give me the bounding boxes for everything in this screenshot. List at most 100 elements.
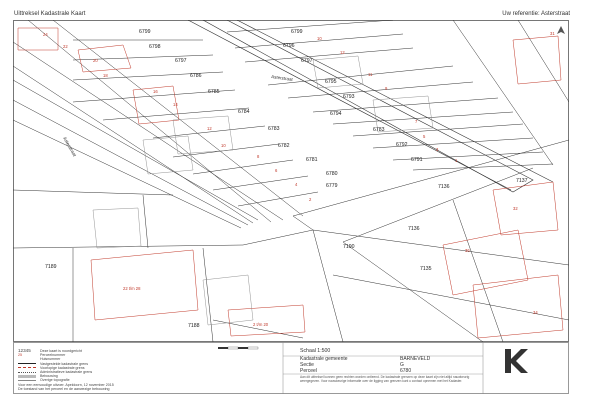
legend-row: Huisnummer [18,357,248,361]
house-numbers: 24 22 20 18 16 14 12 10 8 6 4 2 10 12 11… [43,31,555,327]
scale-bar-icon [218,346,259,350]
legend-sample-house: 25 [18,353,22,358]
info-panel [13,342,569,394]
building-outline [472,274,564,339]
legend-row: Bebouwing [18,374,248,378]
disclaimer-text: Aan dit uittreksel kunnen geen rechten w… [300,375,470,383]
house-number: 31 [550,31,555,36]
parcel-number: 7136 [408,226,420,232]
building-outline [17,27,59,51]
legend-item: Overige topografie [40,378,70,383]
legend-symbol-admin [18,371,36,373]
municipality-label: Kadastrale gemeente [300,356,348,362]
legend-row: 12345 Deze kaart is noordgericht [18,348,248,353]
scale-label: Schaal 1:500 [300,348,331,354]
building-outline [172,115,234,155]
parcel-number: 6795 [325,79,337,85]
section-label: Sectie [300,362,314,368]
house-number: 20 [93,58,98,63]
house-number: 1 [455,158,458,163]
house-number: 22 [63,44,68,49]
municipality-value: BARNEVELD [400,356,431,362]
house-number: 3 [436,147,439,152]
legend-symbol-house [18,358,36,361]
house-number: 11 [368,72,373,77]
parcel-number: 6793 [343,94,355,100]
legend-item: Perceelnummer [40,353,66,358]
legend-row: Vastgestelde kadastrale grens [18,362,248,366]
cadastral-map: 6799 6798 6797 6786 6785 6784 6783 6782 … [13,20,569,342]
parcel-number: 6784 [238,109,250,115]
parcel-number: 6783 [373,127,385,133]
house-number: 5 [423,134,426,139]
house-number: 2 [309,197,312,202]
legend-symbol-fixed [18,363,36,365]
parcel-lines-lower-left [13,189,314,342]
building-outline [90,249,199,321]
house-number: 32 [513,206,518,211]
building-outline [227,304,306,337]
house-number: 18 [103,73,108,78]
parcel-lines-right [226,20,569,171]
parcel-label: Perceel [300,368,317,374]
parcel-number: 6797 [301,58,313,64]
parcel-number: 6794 [330,111,342,117]
road-strip [202,20,534,193]
building-outline [492,181,559,236]
house-number: 2 t/m 20 [253,322,269,327]
section-value: G [400,362,404,368]
parcel-number: 6796 [283,43,295,49]
parcel-number: 6786 [190,73,202,79]
parcel-number: 7136 [438,184,450,190]
parcel-number: 6781 [306,157,318,163]
road-edge [236,20,554,183]
parcel-number: 6799 [291,29,303,35]
building-outline [372,95,434,133]
building-outline [77,44,132,73]
building-outline [312,55,364,89]
legend-row: Voorlopige kadastrale grens [18,366,248,370]
legend-symbol-provisional [18,367,36,369]
house-number: 24 [43,32,48,37]
parcel-number: 6798 [149,44,161,50]
kadaster-logo-icon [505,349,528,373]
legend-row: 25 Perceelnummer [18,353,248,357]
legend-symbol-topo [18,380,36,382]
parcel-lines-lower-right [292,139,569,342]
house-number: 10 [317,36,322,41]
legend-row: Administratieve kadastrale grens [18,370,248,374]
road-edge [187,20,512,191]
parcel-number: 6780 [326,171,338,177]
map-title: Uittreksel Kadastrale Kaart [14,11,86,17]
house-number: 34 [533,310,538,315]
legend-item: Voorlopige kadastrale grens [40,365,85,370]
parcel-number: 6797 [175,58,187,64]
building-outline [92,207,142,249]
house-number: 4 [295,182,298,187]
building-outline [202,274,254,326]
house-number: 14 [173,102,178,107]
building-outline [142,135,194,175]
house-number: 6 [275,168,278,173]
street-name: Asterstraat [271,74,294,82]
house-number: 12 [207,126,212,131]
legend-footer: De toestand van het perceel en de aanwez… [18,386,110,391]
parcel-number: 6783 [268,126,280,132]
reference-label: Uw referentie: Asterstraat [502,11,570,17]
parcel-number: 6799 [139,29,151,35]
parcel-number: 7135 [420,266,432,272]
legend-item: Deze kaart is noordgericht [40,349,82,353]
parcel-numbers: 6799 6798 6797 6786 6785 6784 6783 6782 … [45,29,528,329]
buildings-grey [92,55,434,326]
house-number: 16 [153,89,158,94]
map-frame [13,20,569,342]
house-number: 22 t/m 28 [123,286,141,291]
parcel-number: 6791 [411,157,423,163]
north-arrow-icon [557,26,565,34]
parcel-value: 6780 [400,368,412,374]
parcel-number: 7190 [343,244,355,250]
building-outline [512,35,562,85]
parcel-number: 6779 [326,183,338,189]
legend-item: Bebouwing [40,374,58,379]
